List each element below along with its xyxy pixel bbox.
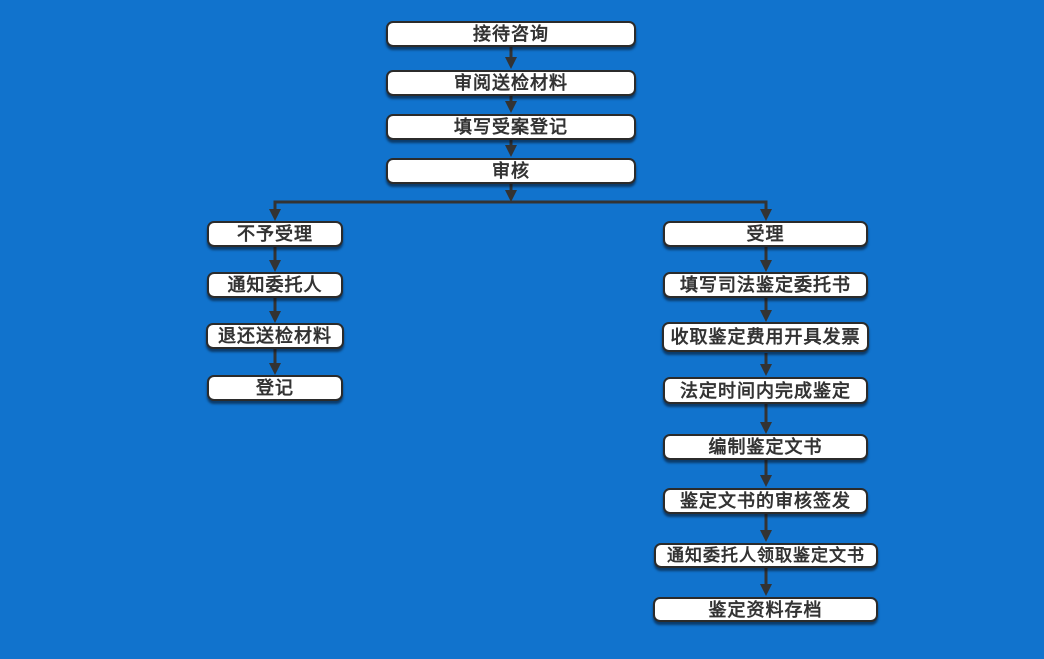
flow-node-archive-appraisal-materials: 鉴定资料存档 xyxy=(653,597,878,622)
flow-node-accept: 受理 xyxy=(663,221,868,247)
flow-node-document-review-and-signoff: 鉴定文书的审核签发 xyxy=(663,488,868,514)
flow-node-fill-judicial-appraisal-commission: 填写司法鉴定委托书 xyxy=(663,272,868,298)
flow-node-return-submitted-materials: 退还送检材料 xyxy=(206,323,344,349)
flow-node-register: 登记 xyxy=(207,375,343,401)
flow-node-notify-client: 通知委托人 xyxy=(207,272,343,298)
flow-node-collect-fees-issue-invoice: 收取鉴定费用开具发票 xyxy=(662,322,869,352)
flow-node-notify-client-collect-document: 通知委托人领取鉴定文书 xyxy=(654,543,878,568)
flow-node-not-accepted: 不予受理 xyxy=(207,221,343,247)
flow-node-reception-consultation: 接待咨询 xyxy=(386,21,636,47)
flow-node-fill-case-registration: 填写受案登记 xyxy=(386,114,636,140)
flow-node-complete-appraisal-within-legal-time: 法定时间内完成鉴定 xyxy=(663,377,868,404)
flow-node-prepare-appraisal-document: 编制鉴定文书 xyxy=(663,434,868,460)
flow-node-review-submitted-materials: 审阅送检材料 xyxy=(386,70,636,96)
flow-node-audit: 审核 xyxy=(386,158,636,184)
